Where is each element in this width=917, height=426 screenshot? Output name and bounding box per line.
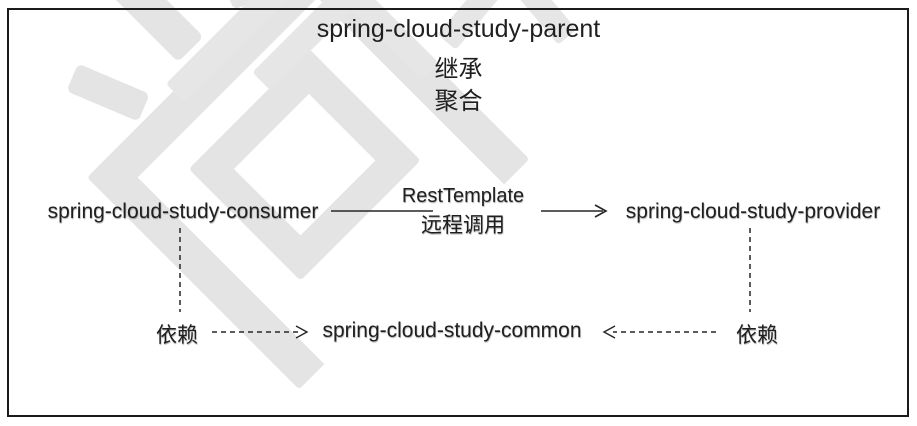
- parent-relation-aggregate: 聚合: [434, 89, 483, 115]
- arrowhead-right: [295, 325, 309, 339]
- arrowhead-right: [594, 204, 608, 218]
- node-consumer: spring-cloud-study-consumer: [47, 200, 319, 223]
- edge-label-dependency-left: 依赖: [156, 323, 198, 347]
- arrowhead-left: [602, 325, 616, 339]
- parent-relation-inherit: 继承: [434, 57, 483, 83]
- edge-label-resttemplate: RestTemplate: [401, 185, 525, 207]
- edge-label-dependency-right: 依赖: [736, 323, 778, 347]
- node-common: spring-cloud-study-common: [322, 319, 582, 342]
- node-provider: spring-cloud-study-provider: [625, 200, 881, 223]
- edge-label-remote-call: 远程调用: [421, 213, 505, 237]
